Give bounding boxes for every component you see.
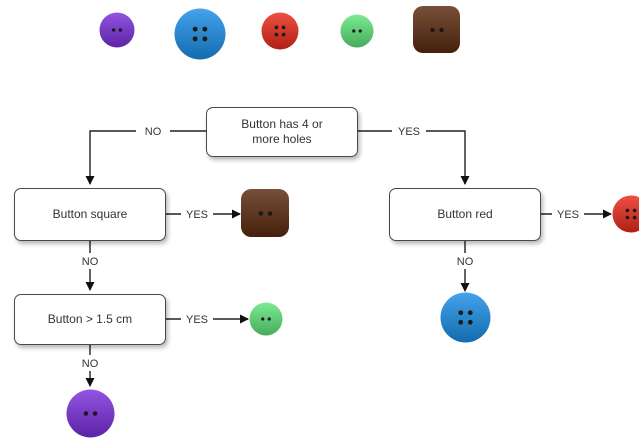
button-hole xyxy=(352,29,355,32)
decision-holes: Button has 4 or more holes xyxy=(206,107,358,157)
button-hole xyxy=(359,29,362,32)
edge-label-red-no: NO xyxy=(457,256,474,268)
outcome-red-round-icon xyxy=(611,194,639,234)
button-hole xyxy=(275,26,279,30)
button-hole xyxy=(633,209,637,213)
button-body xyxy=(175,9,226,60)
button-hole xyxy=(275,33,279,37)
button-hole xyxy=(119,28,122,31)
button-hole xyxy=(430,28,435,33)
edge-label-red-yes: YES xyxy=(557,209,579,221)
legend-button-blue-icon xyxy=(173,7,227,61)
legend-button-purple-icon xyxy=(98,11,136,49)
edge-label-square-no: NO xyxy=(82,256,99,268)
button-hole xyxy=(626,216,630,220)
button-body xyxy=(613,196,639,233)
button-hole xyxy=(268,211,273,216)
outcome-green-round-icon xyxy=(248,301,284,337)
button-body xyxy=(241,189,289,237)
outcome-brown-square-icon xyxy=(240,188,291,239)
decision-red: Button red xyxy=(389,188,541,241)
button-hole xyxy=(458,320,463,325)
button-body xyxy=(67,390,115,438)
decision-square: Button square xyxy=(14,188,166,241)
button-body xyxy=(100,13,135,48)
button-hole xyxy=(202,36,207,41)
button-body xyxy=(341,15,374,48)
legend-button-green-icon xyxy=(339,13,375,49)
button-hole xyxy=(193,36,198,41)
button-body xyxy=(262,13,299,50)
button-body xyxy=(413,6,460,53)
button-hole xyxy=(626,209,630,213)
legend-button-red-icon xyxy=(260,11,300,51)
edge-label-root-no: NO xyxy=(145,126,162,138)
button-hole xyxy=(282,26,286,30)
button-hole xyxy=(93,411,98,416)
edge-label-size-no: NO xyxy=(82,358,99,370)
edge-label-size-yes: YES xyxy=(186,314,208,326)
button-hole xyxy=(633,216,637,220)
outcome-purple-round-icon xyxy=(65,388,116,439)
outcome-blue-round-icon xyxy=(439,291,492,344)
legend-button-brown-square-icon xyxy=(412,5,462,55)
button-hole xyxy=(193,27,198,32)
button-hole xyxy=(458,310,463,315)
button-hole xyxy=(112,28,115,31)
button-body xyxy=(250,303,283,336)
button-hole xyxy=(268,317,271,320)
button-hole xyxy=(259,211,264,216)
button-hole xyxy=(261,317,264,320)
button-hole xyxy=(468,320,473,325)
button-hole xyxy=(202,27,207,32)
edge-label-root-yes: YES xyxy=(398,126,420,138)
button-hole xyxy=(468,310,473,315)
decision-size: Button > 1.5 cm xyxy=(14,294,166,345)
button-hole xyxy=(439,28,444,33)
button-hole xyxy=(282,33,286,37)
edge-label-square-yes: YES xyxy=(186,209,208,221)
button-body xyxy=(441,293,491,343)
button-hole xyxy=(84,411,89,416)
